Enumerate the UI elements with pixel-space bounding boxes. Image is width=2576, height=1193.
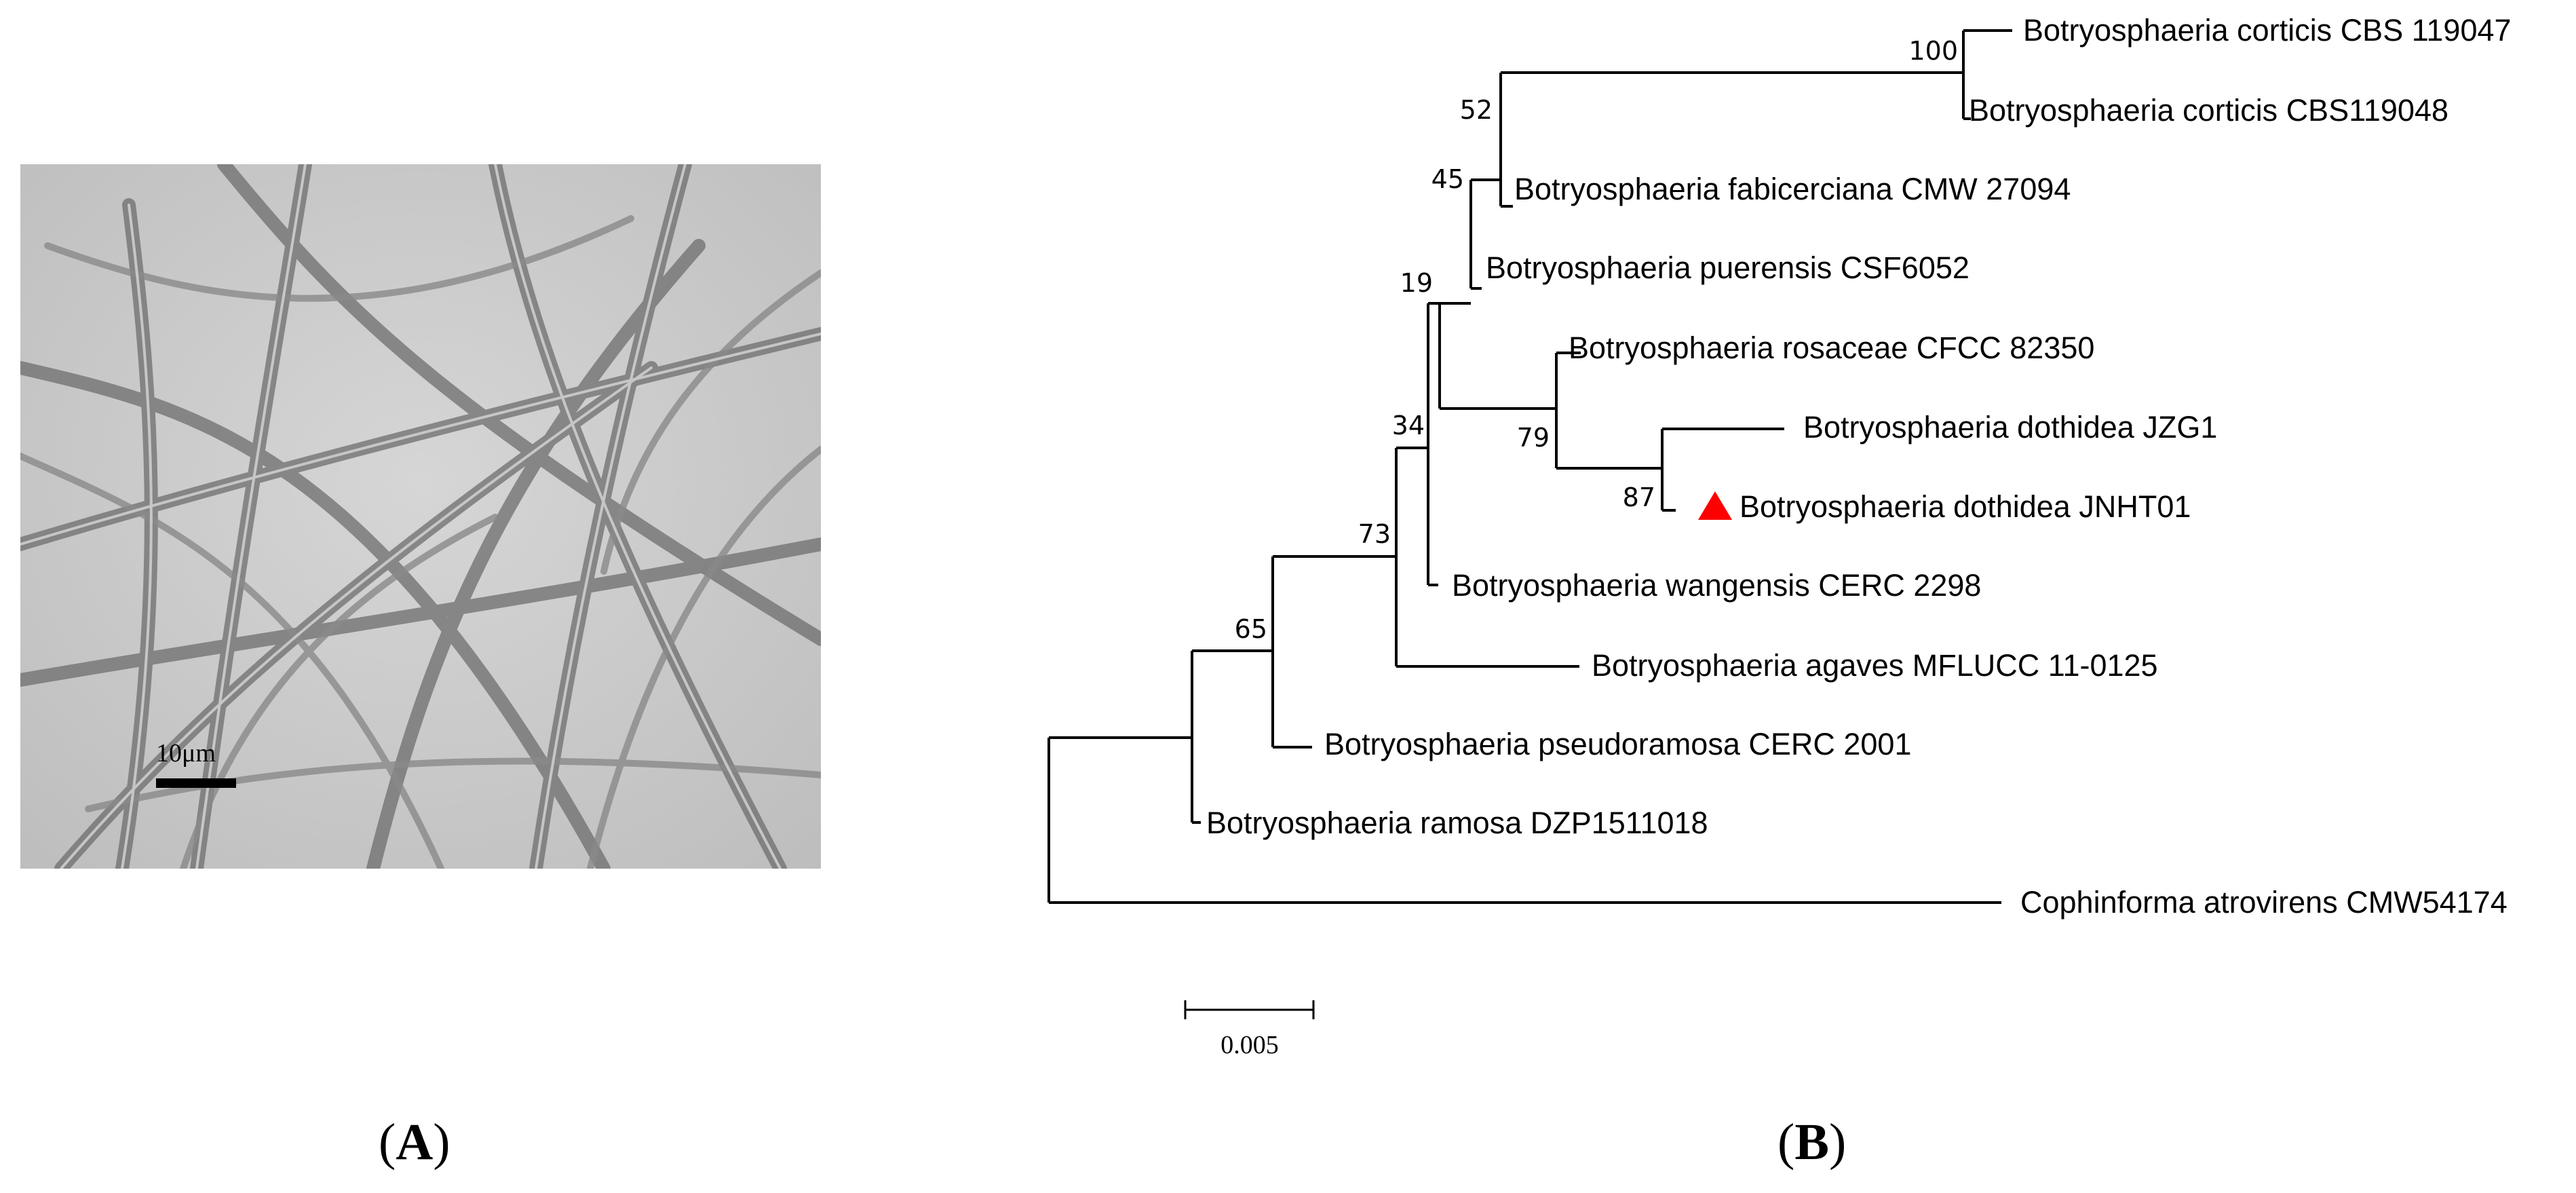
panel-b-label: (B) <box>1777 1114 1847 1171</box>
taxon-label: Botryosphaeria dothidea JNHT01 <box>1739 489 2191 524</box>
bootstrap-87: 87 <box>1623 482 1655 512</box>
bootstrap-45: 45 <box>1431 164 1464 194</box>
bootstrap-73: 73 <box>1358 519 1391 549</box>
bootstrap-65: 65 <box>1235 614 1267 644</box>
taxon-label: Botryosphaeria pseudoramosa CERC 2001 <box>1324 727 1911 761</box>
taxon-label: Botryosphaeria wangensis CERC 2298 <box>1452 568 1981 603</box>
taxon-label: Botryosphaeria agaves MFLUCC 11-0125 <box>1592 648 2158 683</box>
taxon-label: Botryosphaeria fabicerciana CMW 27094 <box>1514 172 2071 206</box>
tree-scale-bar <box>1184 1000 1315 1019</box>
taxon-label: Botryosphaeria puerensis CSF6052 <box>1486 250 1969 285</box>
panel-a-label: (A) <box>379 1114 450 1171</box>
scale-bar-label: 10μm <box>156 739 216 768</box>
hyphae-micrograph: 10μm <box>20 164 821 869</box>
hyphae-strands <box>20 164 821 869</box>
bootstrap-19: 19 <box>1400 268 1433 298</box>
tree-scale-label: 0.005 <box>1220 1031 1279 1059</box>
bootstrap-52: 52 <box>1460 95 1493 125</box>
taxon-label: Botryosphaeria corticis CBS 119047 <box>2023 13 2512 48</box>
triangle-marker-icon <box>1698 491 1732 520</box>
taxon-label: Botryosphaeria ramosa DZP1511018 <box>1206 806 1708 840</box>
tree-branches <box>1047 29 2012 904</box>
bootstrap-34: 34 <box>1392 411 1425 440</box>
taxon-label: Cophinforma atrovirens CMW54174 <box>2020 885 2507 920</box>
taxon-label: Botryosphaeria dothidea JZG1 <box>1803 410 2217 444</box>
taxa-labels: Botryosphaeria corticis CBS 119047 Botry… <box>1206 13 2512 920</box>
scale-bar <box>156 778 236 788</box>
bootstrap-values: 100 52 45 19 79 87 34 73 65 <box>1235 36 1958 644</box>
bootstrap-79: 79 <box>1517 423 1550 453</box>
bootstrap-100: 100 <box>1908 36 1958 66</box>
taxon-label: Botryosphaeria rosaceae CFCC 82350 <box>1569 330 2094 365</box>
taxon-label: Botryosphaeria corticis CBS119048 <box>1969 93 2448 128</box>
